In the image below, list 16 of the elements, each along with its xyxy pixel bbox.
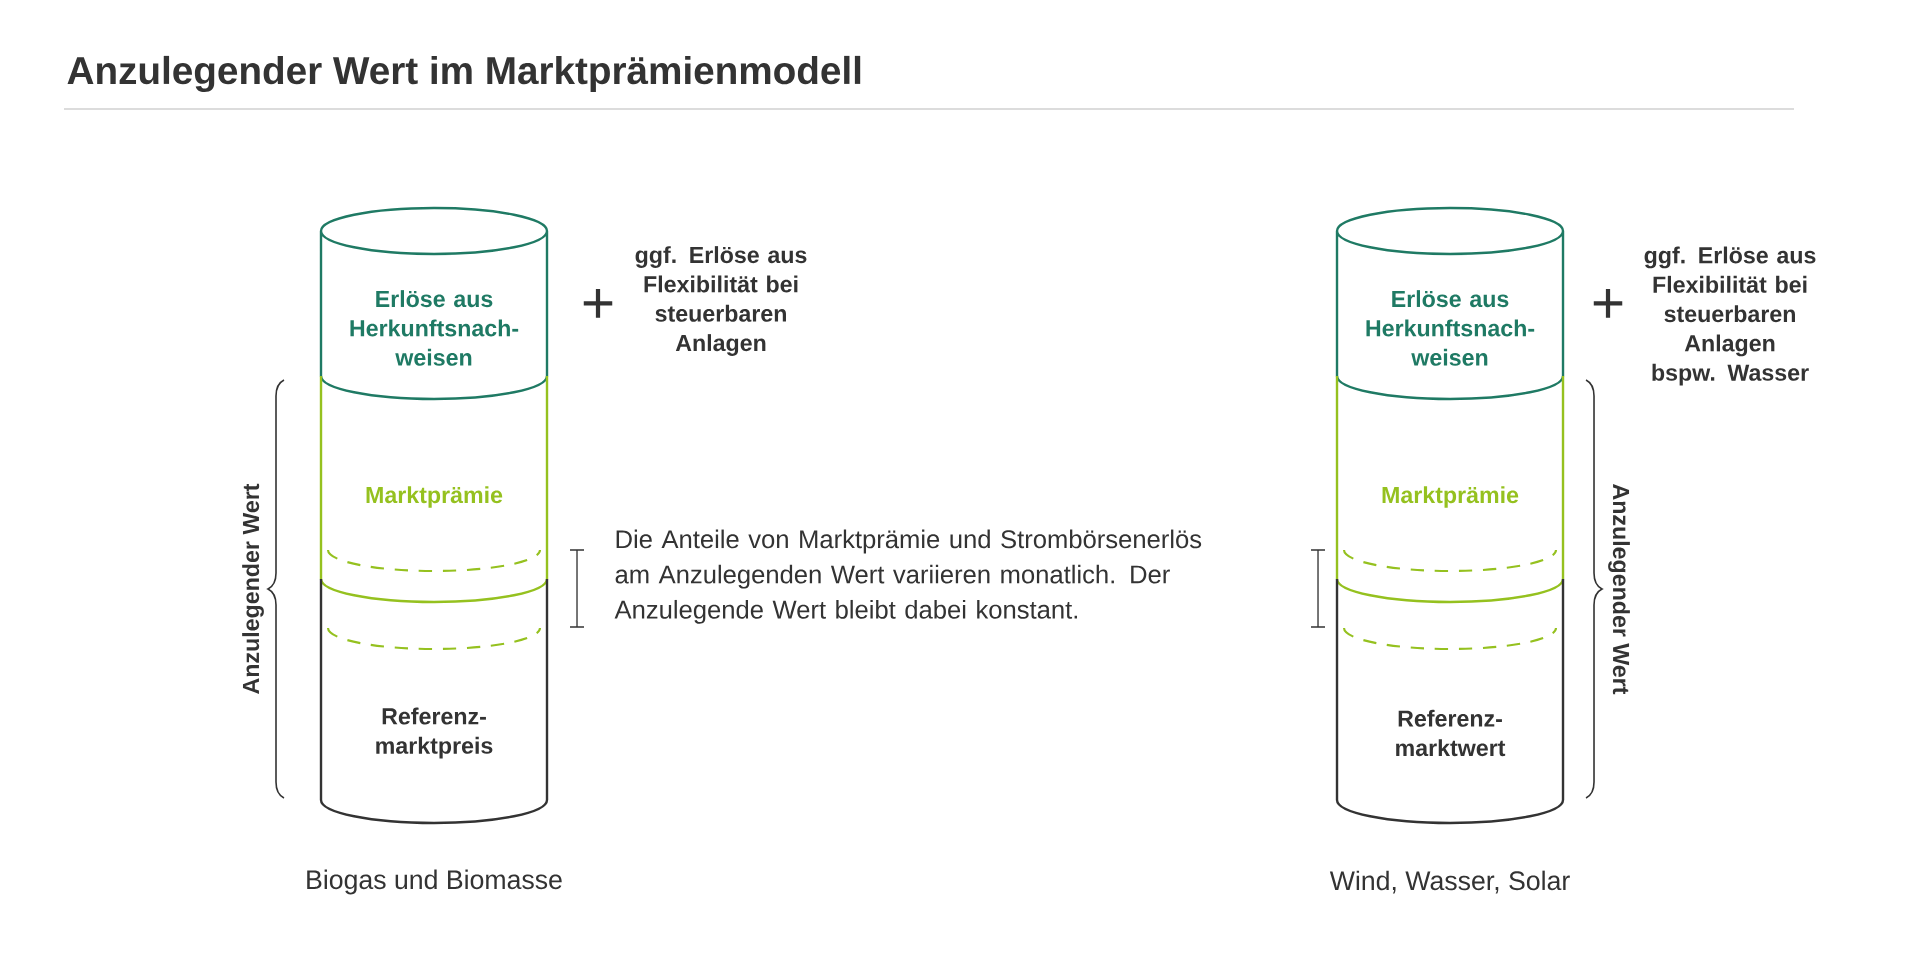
cylinder-segment: Referenz- marktwert — [1335, 577, 1565, 825]
note-text: ggf. Erlöse aus Flexibilität bei steuerbaren Anlagen — [635, 246, 807, 356]
plus-sign: + — [583, 289, 613, 318]
brace-label: Anzulegender Wert — [1608, 484, 1630, 695]
cylinder-segment: Marktprämie — [319, 374, 549, 604]
cylinder-segment: Referenz- marktpreis — [319, 577, 549, 825]
plus-sign: + — [1593, 289, 1623, 318]
note-text: ggf. Erlöse aus Flexibilität bei steuerbaren Anlagen bspw. Wasser — [1644, 246, 1816, 386]
cylinder-caption: Biogas und Biomasse — [307, 869, 562, 895]
cylinder-segment: Erlöse aus Herkunftsnach- weisen — [319, 206, 549, 401]
note-text: Die Anteile von Marktprämie und Strombörsenerlös am Anzulegenden Wert variieren monatlich. Der Anzulegende Wert bleibt dabei konstant. — [614, 529, 1202, 624]
title: Anzulegender Wert im Marktprämienmodell — [67, 55, 861, 93]
cylinder-segment: Erlöse aus Herkunftsnach- weisen — [1335, 206, 1565, 401]
brace-label: Anzulegender Wert — [242, 483, 264, 694]
cylinder-caption: Wind, Wasser, Solar — [1329, 870, 1570, 894]
cylinder-segment: Marktprämie — [1335, 374, 1565, 604]
